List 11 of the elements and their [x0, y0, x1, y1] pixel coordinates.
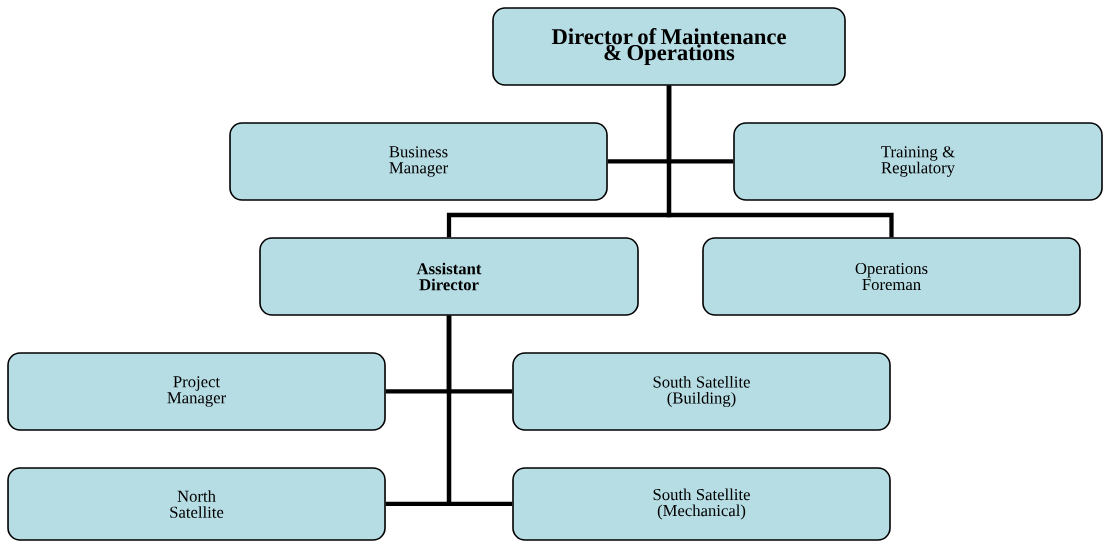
org-box: Director of Maintenance & Operations [492, 7, 846, 86]
connector-line [666, 85, 894, 238]
org-box: Operations Foreman [702, 237, 1081, 316]
org-box: Business Manager [229, 122, 608, 201]
org-box: North Satellite [7, 467, 386, 541]
org-box: South Satellite (Building) [512, 352, 891, 431]
org-box: Training & Regulatory [733, 122, 1103, 201]
org-box: South Satellite (Mechanical) [512, 467, 891, 541]
org-box: Project Manager [7, 352, 386, 431]
org-box: Assistant Director [259, 237, 639, 316]
connector-line [446, 315, 513, 507]
